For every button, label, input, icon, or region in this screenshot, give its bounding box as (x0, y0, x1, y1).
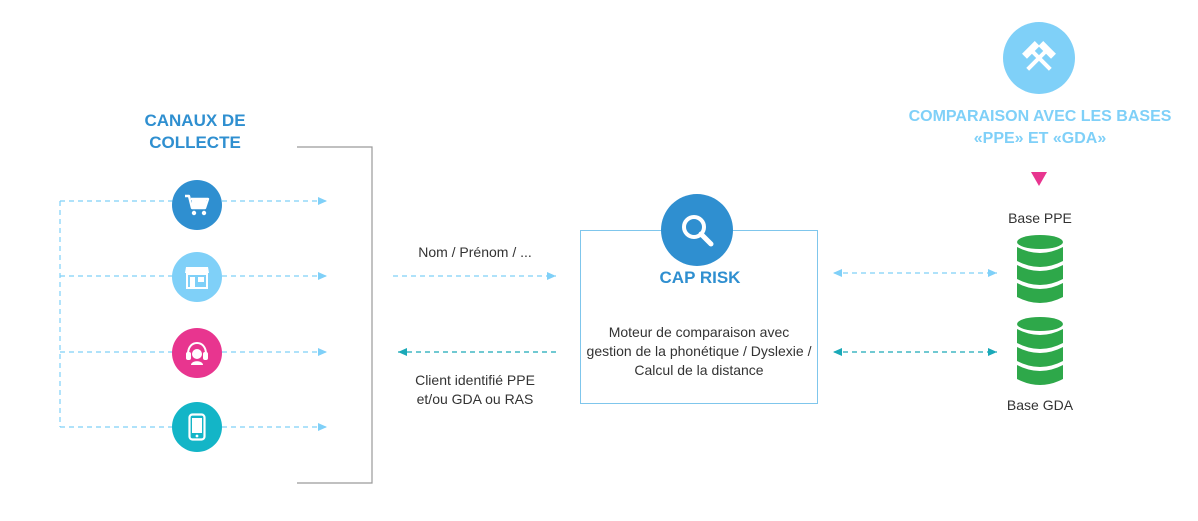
channel-store (172, 252, 222, 302)
db-gda-label: Base GDA (1006, 397, 1074, 413)
response-label: Client identifié PPE et/ou GDA ou RAS (415, 372, 535, 407)
channel-mobile (172, 402, 222, 452)
channel-callcenter (172, 328, 222, 378)
tools-badge (1003, 22, 1075, 94)
search-icon (682, 215, 714, 247)
channels-bracket (297, 146, 373, 484)
db-ppe (1016, 234, 1064, 306)
store-icon (185, 267, 209, 289)
headset-icon (186, 341, 208, 365)
database-icon (1017, 235, 1063, 303)
smartphone-icon (188, 413, 206, 441)
cart-icon (185, 194, 210, 216)
left-title: CANAUX DE COLLECTE (144, 111, 246, 152)
right-title: COMPARAISON AVEC LES BASES «PPE» ET «GDA… (908, 108, 1172, 147)
request-label: Nom / Prénom / ... (418, 244, 532, 260)
engine-title: CAP RISK (659, 268, 741, 287)
engine-search (661, 194, 733, 266)
down-triangle-icon (1031, 172, 1047, 186)
channel-cart (172, 180, 222, 230)
database-icon (1017, 317, 1063, 385)
db-ppe-label: Base PPE (1008, 210, 1072, 226)
hammers-icon (1022, 41, 1056, 71)
db-gda (1016, 316, 1064, 388)
engine-description: Moteur de comparaison avec gestion de la… (586, 324, 812, 378)
